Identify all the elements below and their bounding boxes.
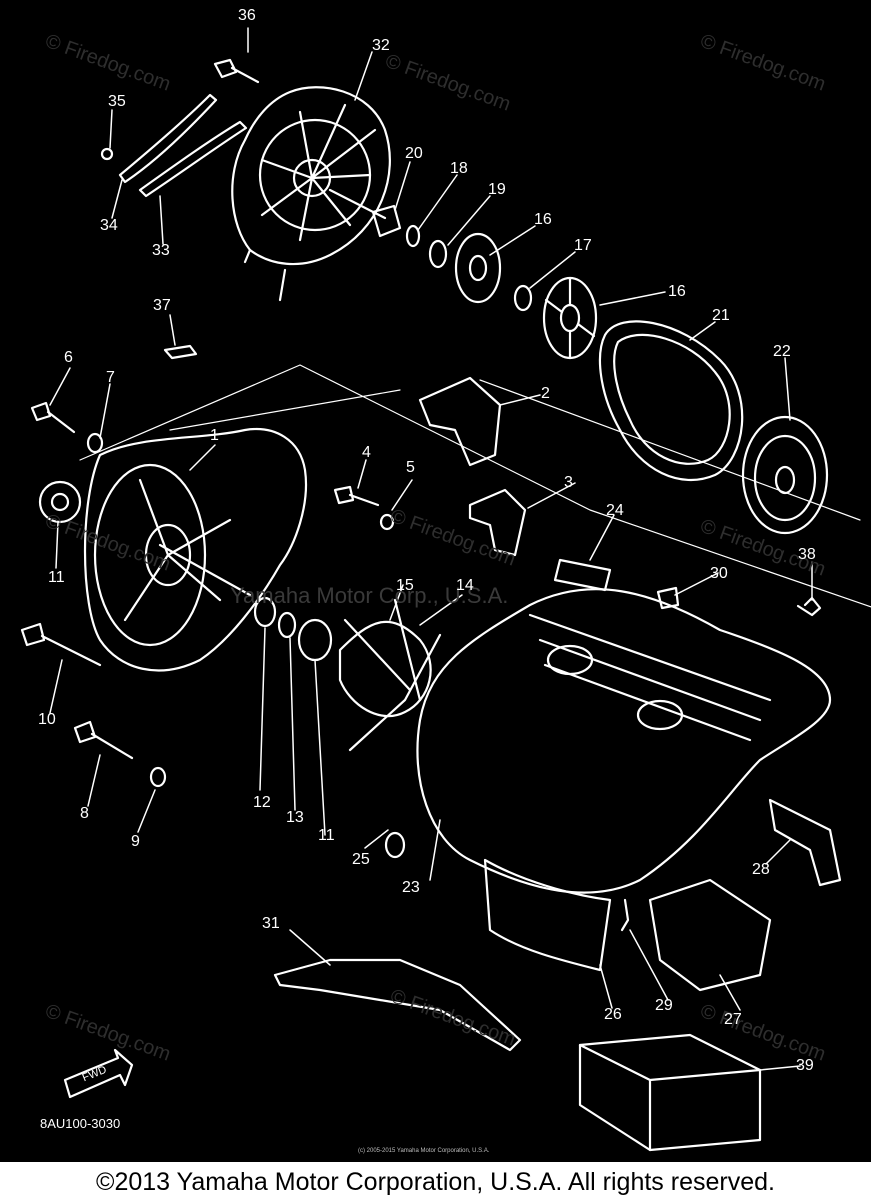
callout-38: 38 — [798, 546, 816, 563]
callout-9: 9 — [131, 833, 140, 850]
diagram-linework — [20, 27, 871, 1152]
callout-6: 6 — [64, 349, 73, 366]
callout-39: 39 — [796, 1057, 814, 1074]
callout-13: 13 — [286, 809, 304, 826]
parts-diagram: © Firedog.com © Firedog.com © Firedog.co… — [0, 0, 871, 1162]
callout-7: 7 — [106, 369, 115, 386]
part-code: 8AU100-3030 — [40, 1116, 121, 1131]
callout-25: 25 — [352, 851, 370, 868]
callout-23: 23 — [402, 879, 420, 896]
callout-31: 31 — [262, 915, 280, 932]
callout-28: 28 — [752, 861, 770, 878]
callout-37: 37 — [153, 297, 171, 314]
tiny-copyright: (c) 2005-2015 Yamaha Motor Corporation, … — [358, 1148, 490, 1154]
callout-15: 15 — [396, 577, 414, 594]
part-1-housing — [83, 427, 307, 672]
callout-11: 11 — [48, 569, 65, 586]
footer-copyright: ©2013 Yamaha Motor Corporation, U.S.A. A… — [96, 1168, 775, 1196]
callout-32: 32 — [372, 37, 390, 54]
callout-22: 22 — [773, 343, 791, 360]
part-23-cover — [416, 588, 832, 894]
callout-12: 12 — [253, 794, 271, 811]
callout-33: 33 — [152, 242, 170, 259]
callout-24: 24 — [606, 502, 624, 519]
callout-16: 16 — [534, 211, 552, 228]
center-watermark: Yamaha Motor Corp., U.S.A. — [230, 583, 509, 608]
callout-1: 1 — [210, 427, 219, 444]
callout-30: 30 — [710, 565, 728, 582]
callout-17: 17 — [574, 237, 592, 254]
callout-27: 27 — [724, 1011, 742, 1028]
callout-26: 26 — [604, 1006, 622, 1023]
callout-18: 18 — [450, 160, 468, 177]
callout-35: 35 — [108, 93, 126, 110]
callout-4: 4 — [362, 444, 371, 461]
callout-14: 14 — [456, 577, 474, 594]
callout-3: 3 — [564, 474, 573, 491]
part-32-cover — [231, 86, 391, 302]
callout-36: 36 — [238, 7, 256, 24]
callout-10: 10 — [38, 711, 56, 728]
callout-29: 29 — [655, 997, 673, 1014]
callout-16b: 16 — [668, 283, 686, 300]
callout-21: 21 — [712, 307, 730, 324]
callout-20: 20 — [405, 145, 423, 162]
callout-19: 19 — [488, 181, 506, 198]
callout-2: 2 — [541, 385, 550, 402]
callout-5: 5 — [406, 459, 415, 476]
callout-8: 8 — [80, 805, 89, 822]
callout-11b: 11 — [318, 827, 335, 844]
callout-34: 34 — [100, 217, 118, 234]
